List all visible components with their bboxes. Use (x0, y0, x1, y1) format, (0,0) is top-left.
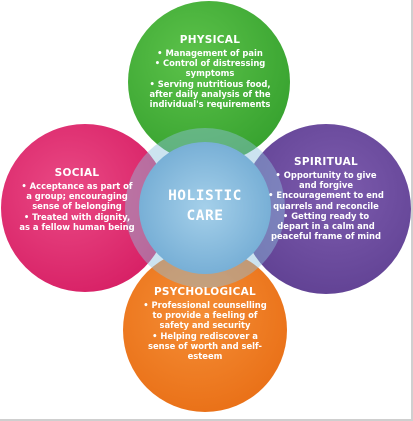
list-item: Professional counselling to provide a fe… (142, 300, 268, 331)
center-label-line1: HOLISTIC (168, 188, 242, 204)
physical-title: PHYSICAL (179, 34, 241, 46)
list-item: Opportunity to give and forgive (267, 170, 385, 190)
center-circle (139, 142, 271, 274)
social-section: SOCIAL Acceptance as part of a group; en… (18, 167, 136, 232)
center-label-line2: CARE (186, 208, 224, 224)
physical-list: Management of pain Control of distressin… (148, 48, 272, 109)
list-item: Treated with dignity, as a fellow human … (18, 212, 136, 232)
list-item: Control of distressing symptoms (148, 58, 272, 78)
psychological-title: PSYCHOLOGICAL (153, 286, 257, 298)
psychological-section: PSYCHOLOGICAL Professional counselling t… (142, 286, 268, 361)
list-item: Helping rediscover a sense of worth and … (142, 331, 268, 362)
list-item: Serving nutritious food, after daily ana… (148, 79, 272, 110)
spiritual-list: Opportunity to give and forgive Encourag… (267, 170, 385, 241)
list-item: Management of pain (148, 48, 272, 58)
psychological-list: Professional counselling to provide a fe… (142, 300, 268, 361)
physical-section: PHYSICAL Management of pain Control of d… (148, 34, 272, 109)
spiritual-title: SPIRITUAL (293, 156, 359, 168)
list-item: Getting ready to depart in a calm and pe… (267, 211, 385, 242)
list-item: Encouragement to end quarrels and reconc… (267, 190, 385, 210)
list-item: Acceptance as part of a group; encouragi… (18, 181, 136, 212)
social-title: SOCIAL (54, 167, 100, 179)
center-label: HOLISTIC CARE (150, 186, 260, 226)
spiritual-section: SPIRITUAL Opportunity to give and forgiv… (267, 156, 385, 241)
social-list: Acceptance as part of a group; encouragi… (18, 181, 136, 232)
